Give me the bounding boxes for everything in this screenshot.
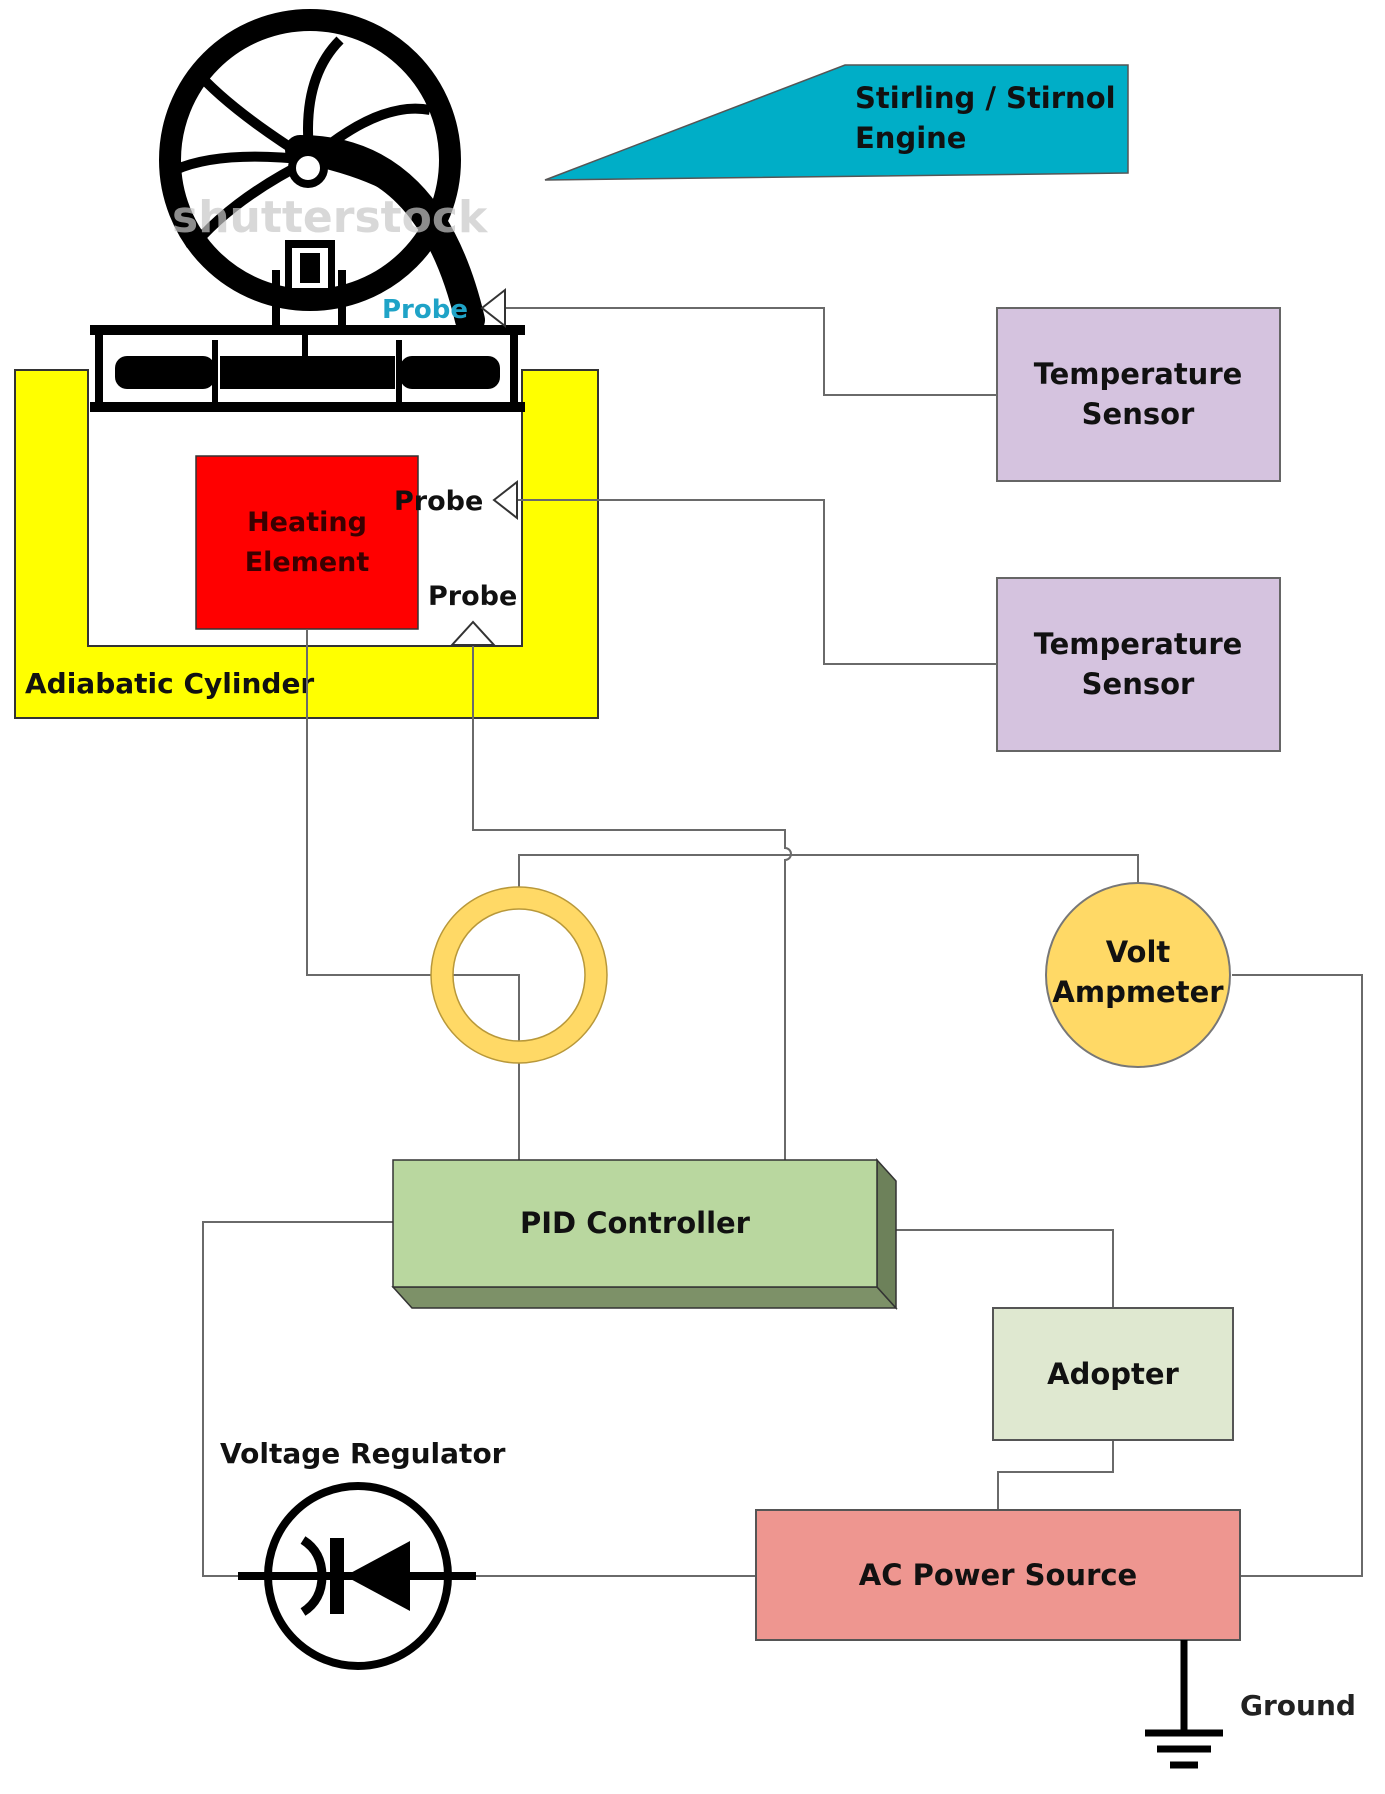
ground-label: Ground (1240, 1689, 1356, 1722)
current-transformer-ring-inner (452, 908, 586, 1042)
wire-probe-top-sensor-1 (505, 307, 997, 396)
volt-ampmeter-line1: Volt (1106, 935, 1171, 969)
ac-power-source (755, 1509, 1241, 1641)
temperature-sensor-1-line2: Sensor (1082, 397, 1195, 431)
voltage-regulator-label: Voltage Regulator (220, 1437, 506, 1470)
temperature-sensor-1 (996, 307, 1281, 482)
wire-adopter-ac (997, 1440, 1114, 1510)
temperature-sensor-2-line2: Sensor (1082, 667, 1195, 701)
probe-bottom-label: Probe (428, 581, 517, 612)
volt-ampmeter (1045, 882, 1231, 1068)
pid-controller-label: PID Controller (520, 1206, 751, 1240)
wires (202, 307, 1363, 1577)
wire-pid-regulator (202, 1221, 393, 1577)
probe-arrow-icon (492, 479, 518, 521)
watermark-text: shutterstock (172, 192, 489, 243)
current-transformer-ring-icon (431, 887, 607, 1063)
wire-probe-middle-sensor-2 (505, 499, 997, 665)
probe-arrow-icon (480, 287, 506, 329)
probe-arrow-icon (449, 620, 497, 646)
pid-controller (391, 1158, 898, 1310)
temperature-sensor-2-line1: Temperature (1034, 627, 1243, 661)
heating-element (195, 455, 419, 630)
zener-diode-icon (238, 1482, 476, 1670)
engine-banner (544, 64, 1129, 181)
wire-probe-bottom-pid (472, 645, 792, 1160)
volt-ampmeter-line2: Ampmeter (1052, 975, 1224, 1009)
wire-heater-pid (306, 629, 520, 1160)
heating-element-line2: Element (245, 547, 370, 578)
engine-label-line2: Engine (855, 121, 966, 155)
adopter (992, 1307, 1234, 1441)
temperature-sensor-2 (996, 577, 1281, 752)
adopter-label: Adopter (1047, 1357, 1179, 1391)
temperature-sensor-1-line1: Temperature (1034, 357, 1243, 391)
probe-top-label: Probe (382, 295, 468, 325)
heating-element-line1: Heating (247, 507, 367, 538)
ac-power-source-label: AC Power Source (859, 1558, 1137, 1592)
probe-middle-label: Probe (394, 486, 483, 517)
wire-pid-adopter (896, 1229, 1114, 1308)
engine-label-line1: Stirling / Stirnol (855, 81, 1116, 115)
flywheel-icon (90, 9, 525, 412)
ground-icon (1145, 1640, 1223, 1769)
current-transformer-ring-outline (430, 886, 608, 1064)
wire-meter-bus (518, 854, 1139, 888)
adiabatic-cylinder-label: Adiabatic Cylinder (25, 667, 314, 700)
wire-volt-ac (1232, 974, 1363, 1577)
